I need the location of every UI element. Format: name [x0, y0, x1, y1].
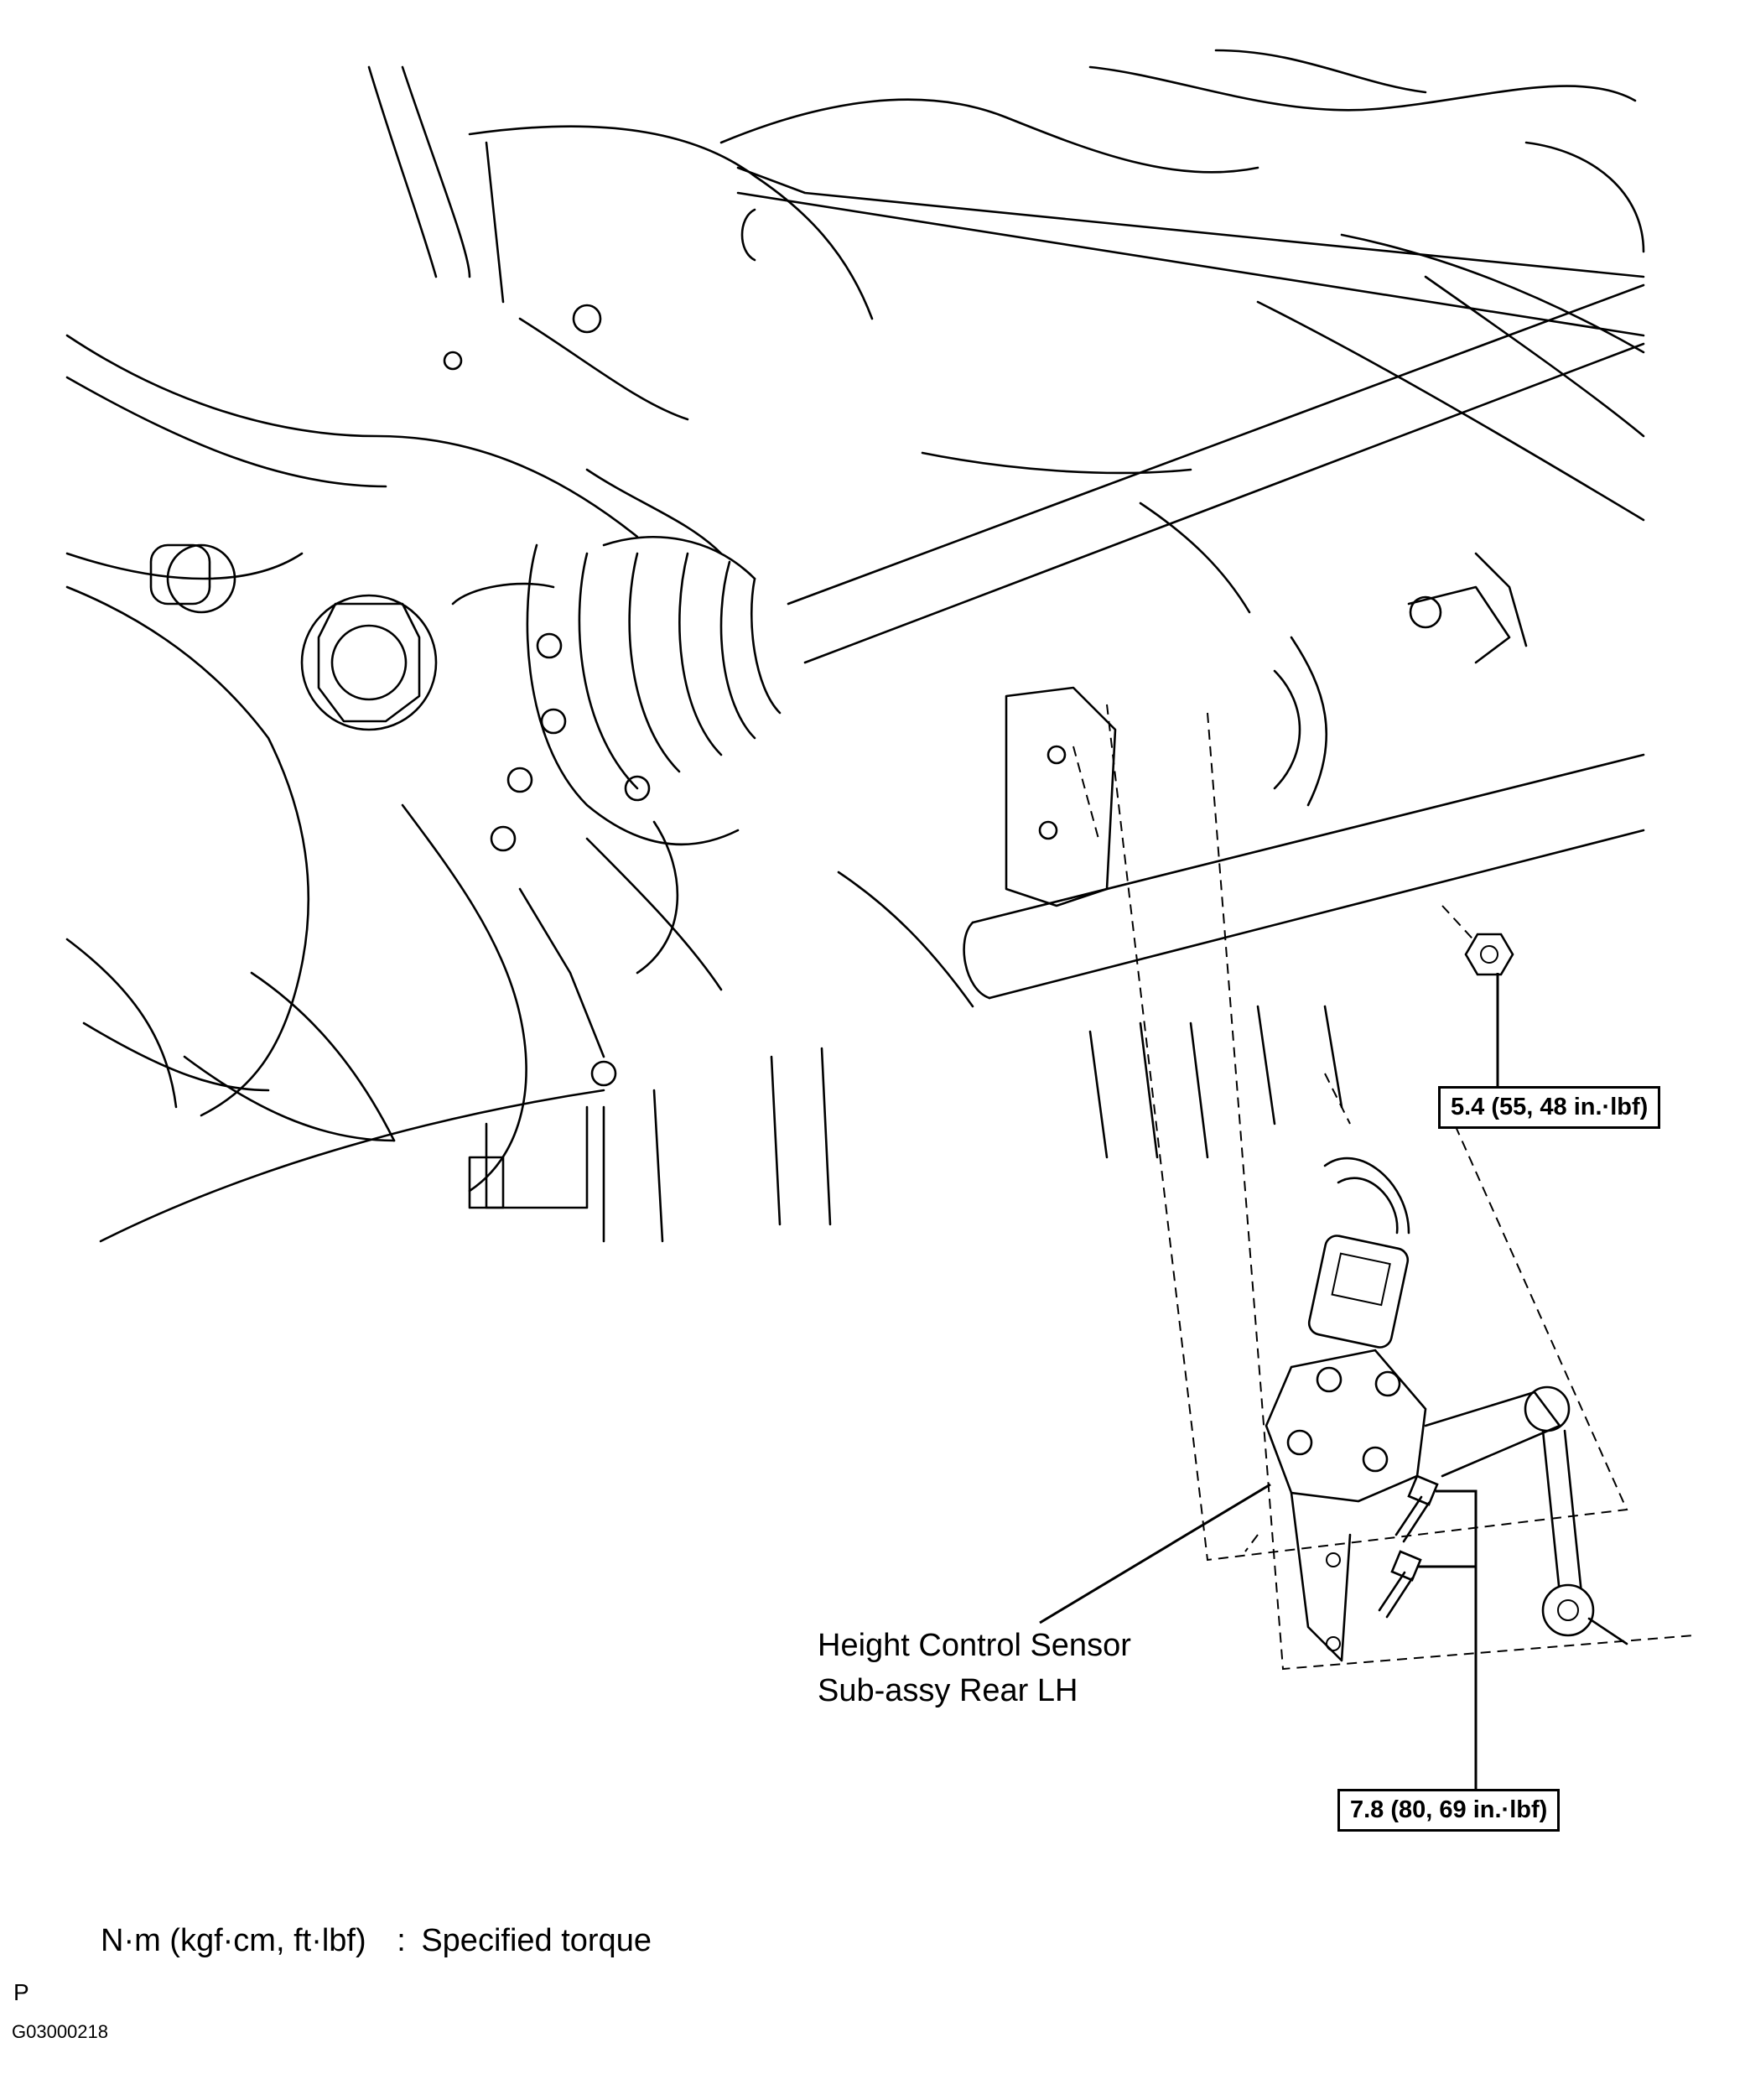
- part-label-line-1: Height Control Sensor: [818, 1628, 1131, 1663]
- torque-legend: N·m (kgf·cm, ft·lbf) : Specified torque: [101, 1923, 652, 1959]
- differential-housing: [250, 803, 723, 1193]
- part-label-line-2: Sub-assy Rear LH: [818, 1673, 1078, 1708]
- chassis-underbody: [65, 49, 1645, 1142]
- lower-frame: [99, 1047, 832, 1243]
- legend-separator: :: [397, 1923, 406, 1958]
- drive-shaft: [736, 166, 1645, 664]
- nut-torque-callout: 5.4 (55, 48 in.·lbf): [1438, 1086, 1661, 1129]
- hex-nut: [1464, 933, 1514, 976]
- part-label: Height Control Sensor Sub-assy Rear LH: [818, 1623, 1131, 1713]
- lower-stabilizer-rod: [837, 753, 1645, 1159]
- upper-mount-bracket: [1005, 552, 1528, 907]
- exploded-view-guides: [1072, 704, 1695, 1671]
- figure-code: G03000218: [12, 2021, 108, 2042]
- cv-joint-boot: [300, 536, 782, 975]
- height-control-sensor: [1265, 1349, 1628, 1662]
- legend-meaning: Specified torque: [421, 1923, 652, 1958]
- page-letter: P: [13, 1979, 29, 2005]
- wire-harness-connector: [1307, 1157, 1410, 1349]
- mounting-bolts: [1378, 1474, 1439, 1619]
- bolt-torque-callout: 7.8 (80, 69 in.·lbf): [1337, 1789, 1561, 1832]
- callout-leaders: [1039, 973, 1499, 1789]
- legend-units: N·m (kgf·cm, ft·lbf): [101, 1923, 366, 1958]
